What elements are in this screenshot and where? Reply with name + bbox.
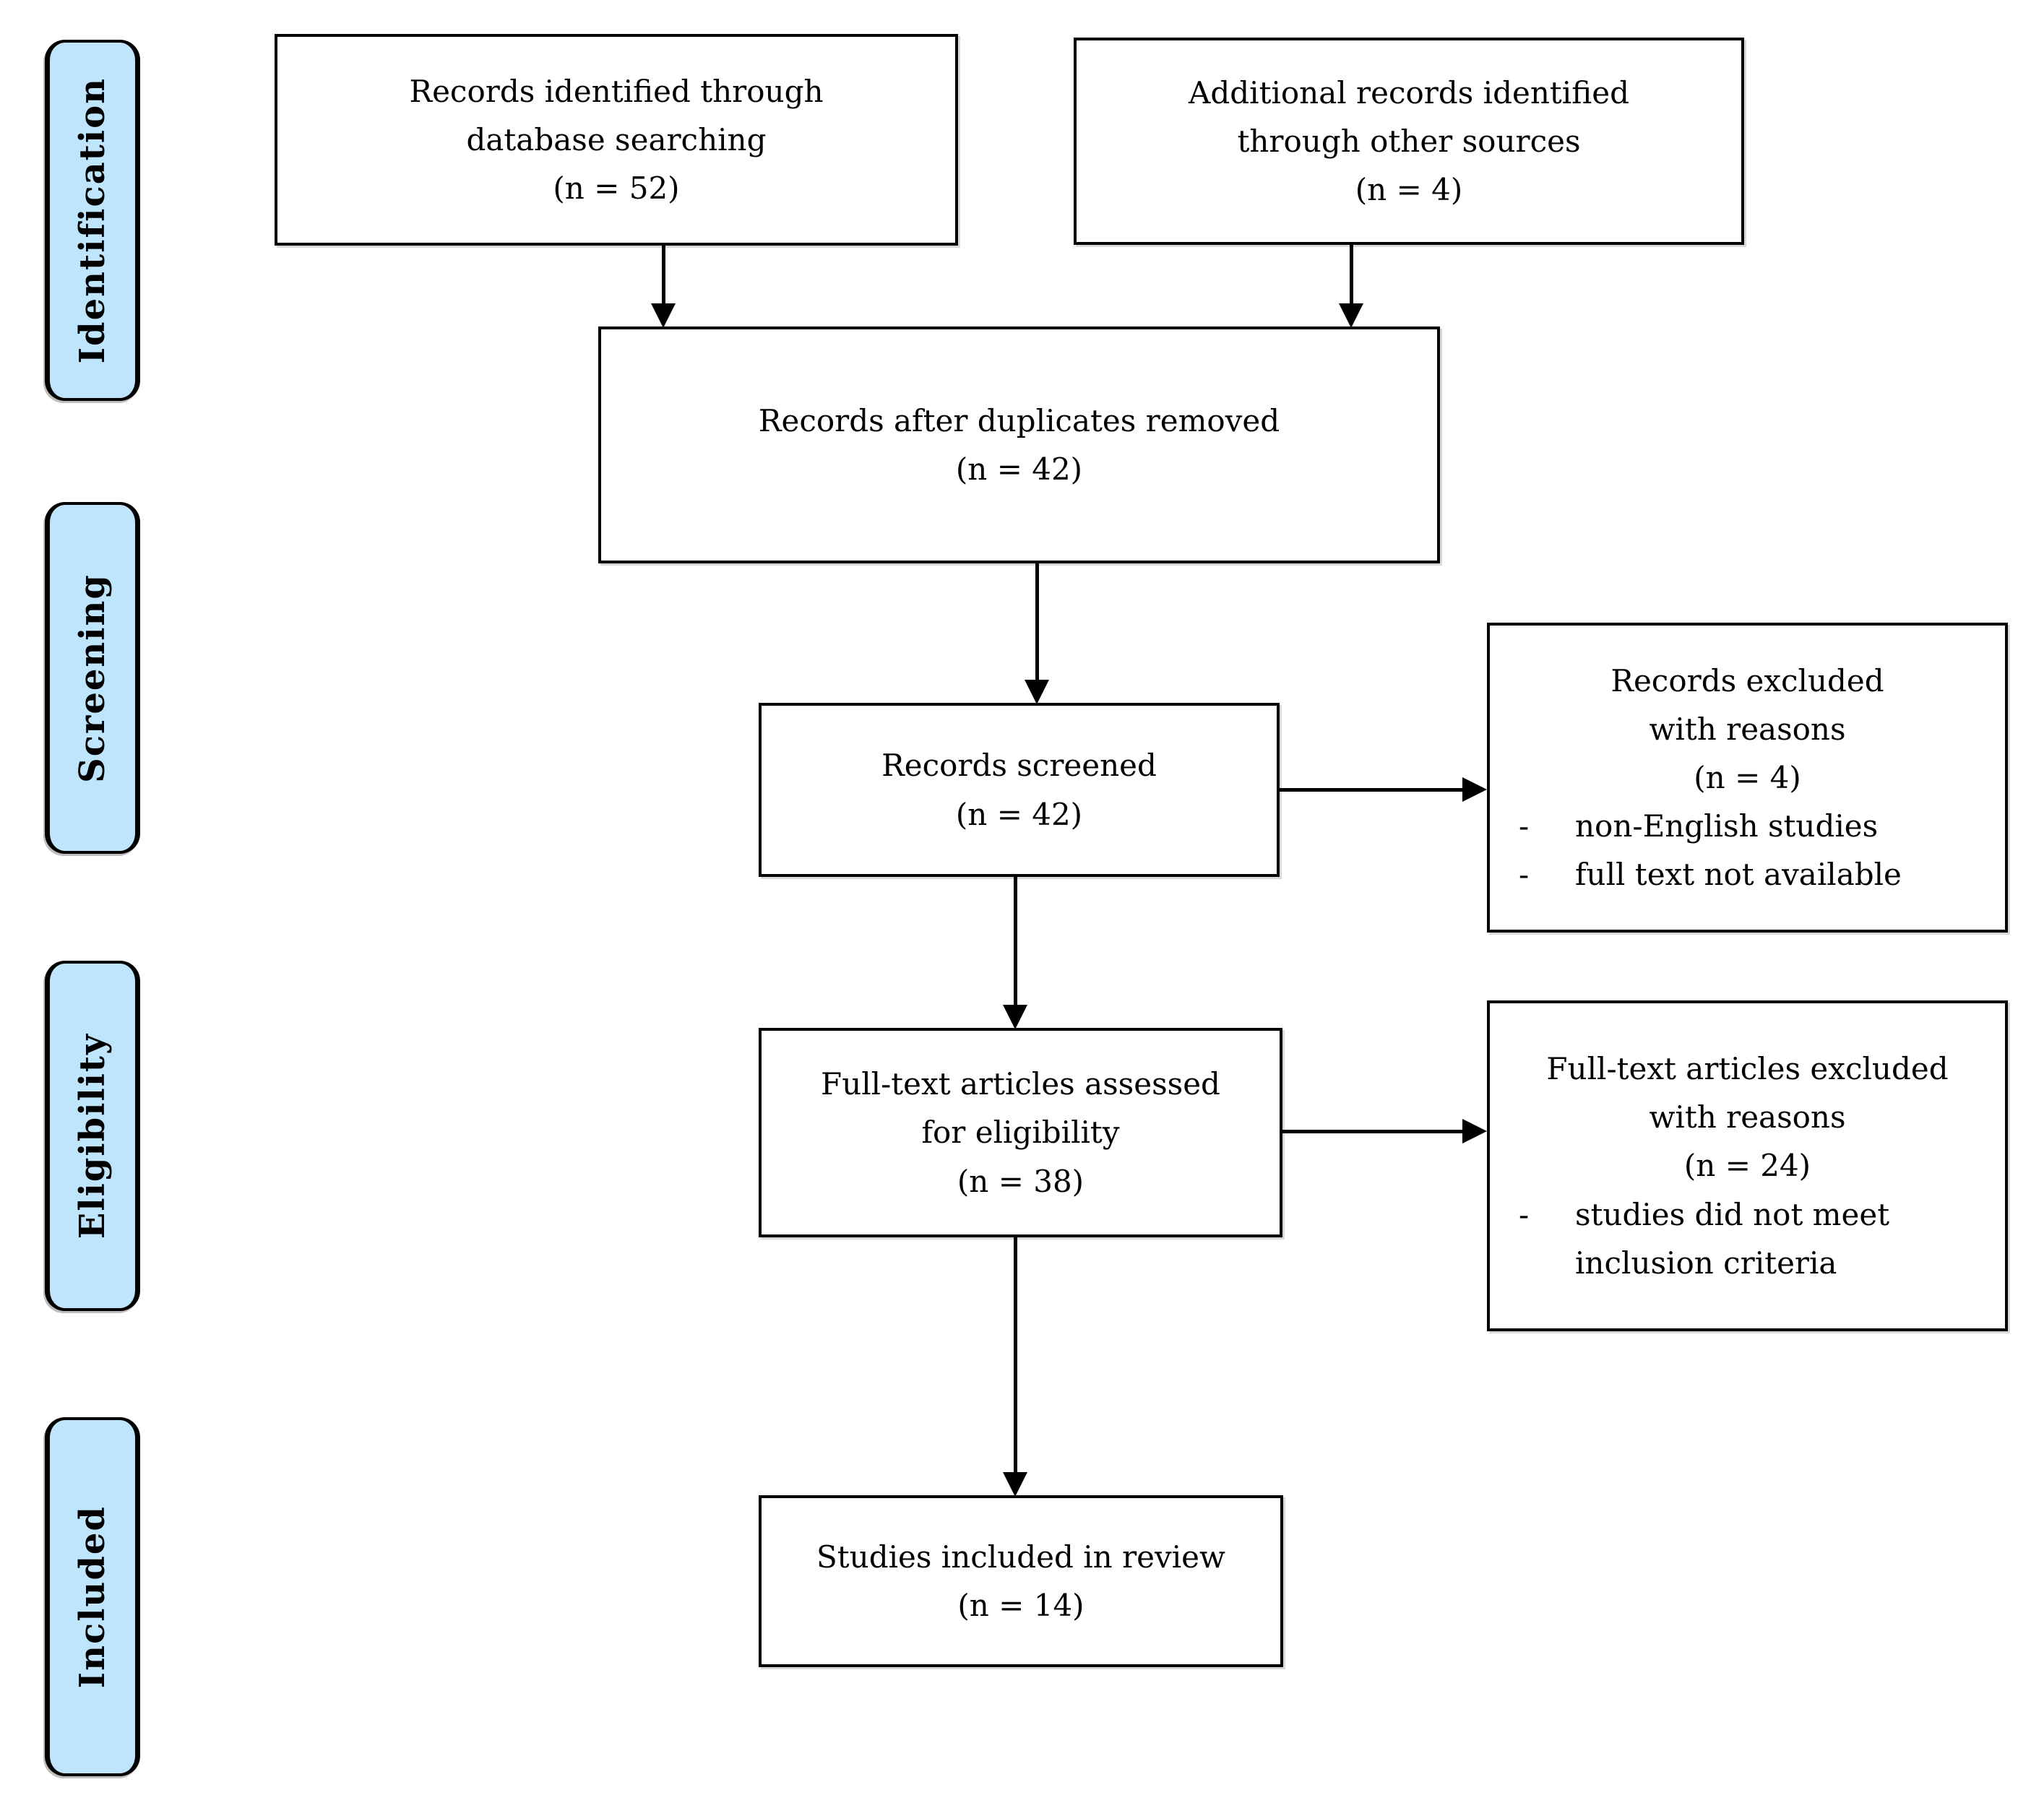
records-excluded-reason-text: full text not available (1575, 857, 1902, 893)
box-fulltext-excluded-count: (n = 24) (1683, 1148, 1811, 1184)
records-excluded-reason-text: non-English studies (1575, 808, 1879, 844)
box-studies-included: Studies included in review (n = 14) (759, 1495, 1283, 1667)
arrowhead-down-icon (651, 303, 676, 328)
connector-identified-to-duplicates (662, 245, 665, 308)
connector-screened-to-fulltext (1014, 876, 1017, 1006)
box-records-identified-line: database searching (466, 121, 767, 157)
box-duplicates-removed-count: (n = 42) (955, 451, 1083, 487)
box-fulltext-excluded-line: Full-text articles excluded (1546, 1051, 1949, 1087)
stage-eligibility: Eligibility (45, 961, 140, 1311)
bullet-dash: - (1519, 857, 1530, 893)
box-additional-records: Additional records identified through ot… (1074, 38, 1744, 245)
bullet-dash: - (1519, 808, 1530, 844)
stage-screening-label: Screening (72, 573, 113, 783)
arrowhead-down-icon (1003, 1005, 1027, 1029)
connector-fulltext-to-excluded (1282, 1130, 1465, 1133)
box-fulltext-assessed-line: Full-text articles assessed (821, 1066, 1220, 1102)
box-duplicates-removed-line: Records after duplicates removed (758, 402, 1280, 438)
arrowhead-down-icon (1025, 680, 1049, 704)
box-studies-included-count: (n = 14) (957, 1588, 1084, 1623)
box-records-excluded-count: (n = 4) (1694, 759, 1801, 795)
stage-included: Included (45, 1417, 140, 1776)
box-records-screened: Records screened (n = 42) (759, 703, 1280, 877)
box-fulltext-assessed-line: for eligibility (921, 1115, 1120, 1151)
box-records-excluded-line: Records excluded (1610, 662, 1884, 698)
fulltext-excluded-reason: - studies did not meet inclusion criteri… (1490, 1190, 2005, 1287)
stage-screening: Screening (45, 502, 140, 854)
arrowhead-right-icon (1462, 777, 1487, 802)
connector-screened-to-excluded (1279, 788, 1465, 792)
box-records-excluded: Records excluded with reasons (n = 4) - … (1487, 623, 2008, 933)
stage-identification: Identification (45, 40, 140, 401)
box-records-excluded-line: with reasons (1649, 711, 1846, 747)
connector-duplicates-to-screened (1035, 563, 1039, 683)
box-studies-included-line: Studies included in review (816, 1539, 1225, 1575)
box-additional-records-line: Additional records identified (1189, 74, 1629, 111)
stage-eligibility-label: Eligibility (72, 1032, 113, 1240)
arrowhead-right-icon (1462, 1119, 1487, 1143)
connector-fulltext-to-included (1014, 1237, 1017, 1474)
stage-identification-label: Identification (72, 77, 113, 364)
stage-included-label: Included (72, 1505, 113, 1689)
arrowhead-down-icon (1003, 1472, 1027, 1497)
box-fulltext-excluded-line: with reasons (1649, 1099, 1846, 1136)
box-fulltext-assessed-count: (n = 38) (957, 1163, 1084, 1199)
box-additional-records-count: (n = 4) (1355, 172, 1463, 208)
box-records-screened-line: Records screened (881, 748, 1157, 784)
bullet-dash: - (1519, 1196, 1530, 1232)
fulltext-excluded-reason-text: studies did not meet inclusion criteria (1575, 1196, 1890, 1281)
box-duplicates-removed: Records after duplicates removed (n = 42… (598, 326, 1440, 563)
box-records-screened-count: (n = 42) (955, 796, 1083, 832)
box-fulltext-assessed: Full-text articles assessed for eligibil… (759, 1028, 1282, 1237)
box-records-identified-line: Records identified through (409, 73, 824, 109)
box-fulltext-excluded: Full-text articles excluded with reasons… (1487, 1000, 2008, 1331)
records-excluded-reason: - non-English studies (1490, 802, 2005, 850)
arrowhead-down-icon (1339, 303, 1363, 328)
connector-additional-to-duplicates (1350, 244, 1353, 308)
box-records-identified-count: (n = 52) (553, 170, 680, 207)
box-records-identified: Records identified through database sear… (275, 34, 958, 246)
box-additional-records-line: through other sources (1237, 123, 1581, 159)
records-excluded-reason: - full text not available (1490, 850, 2005, 899)
